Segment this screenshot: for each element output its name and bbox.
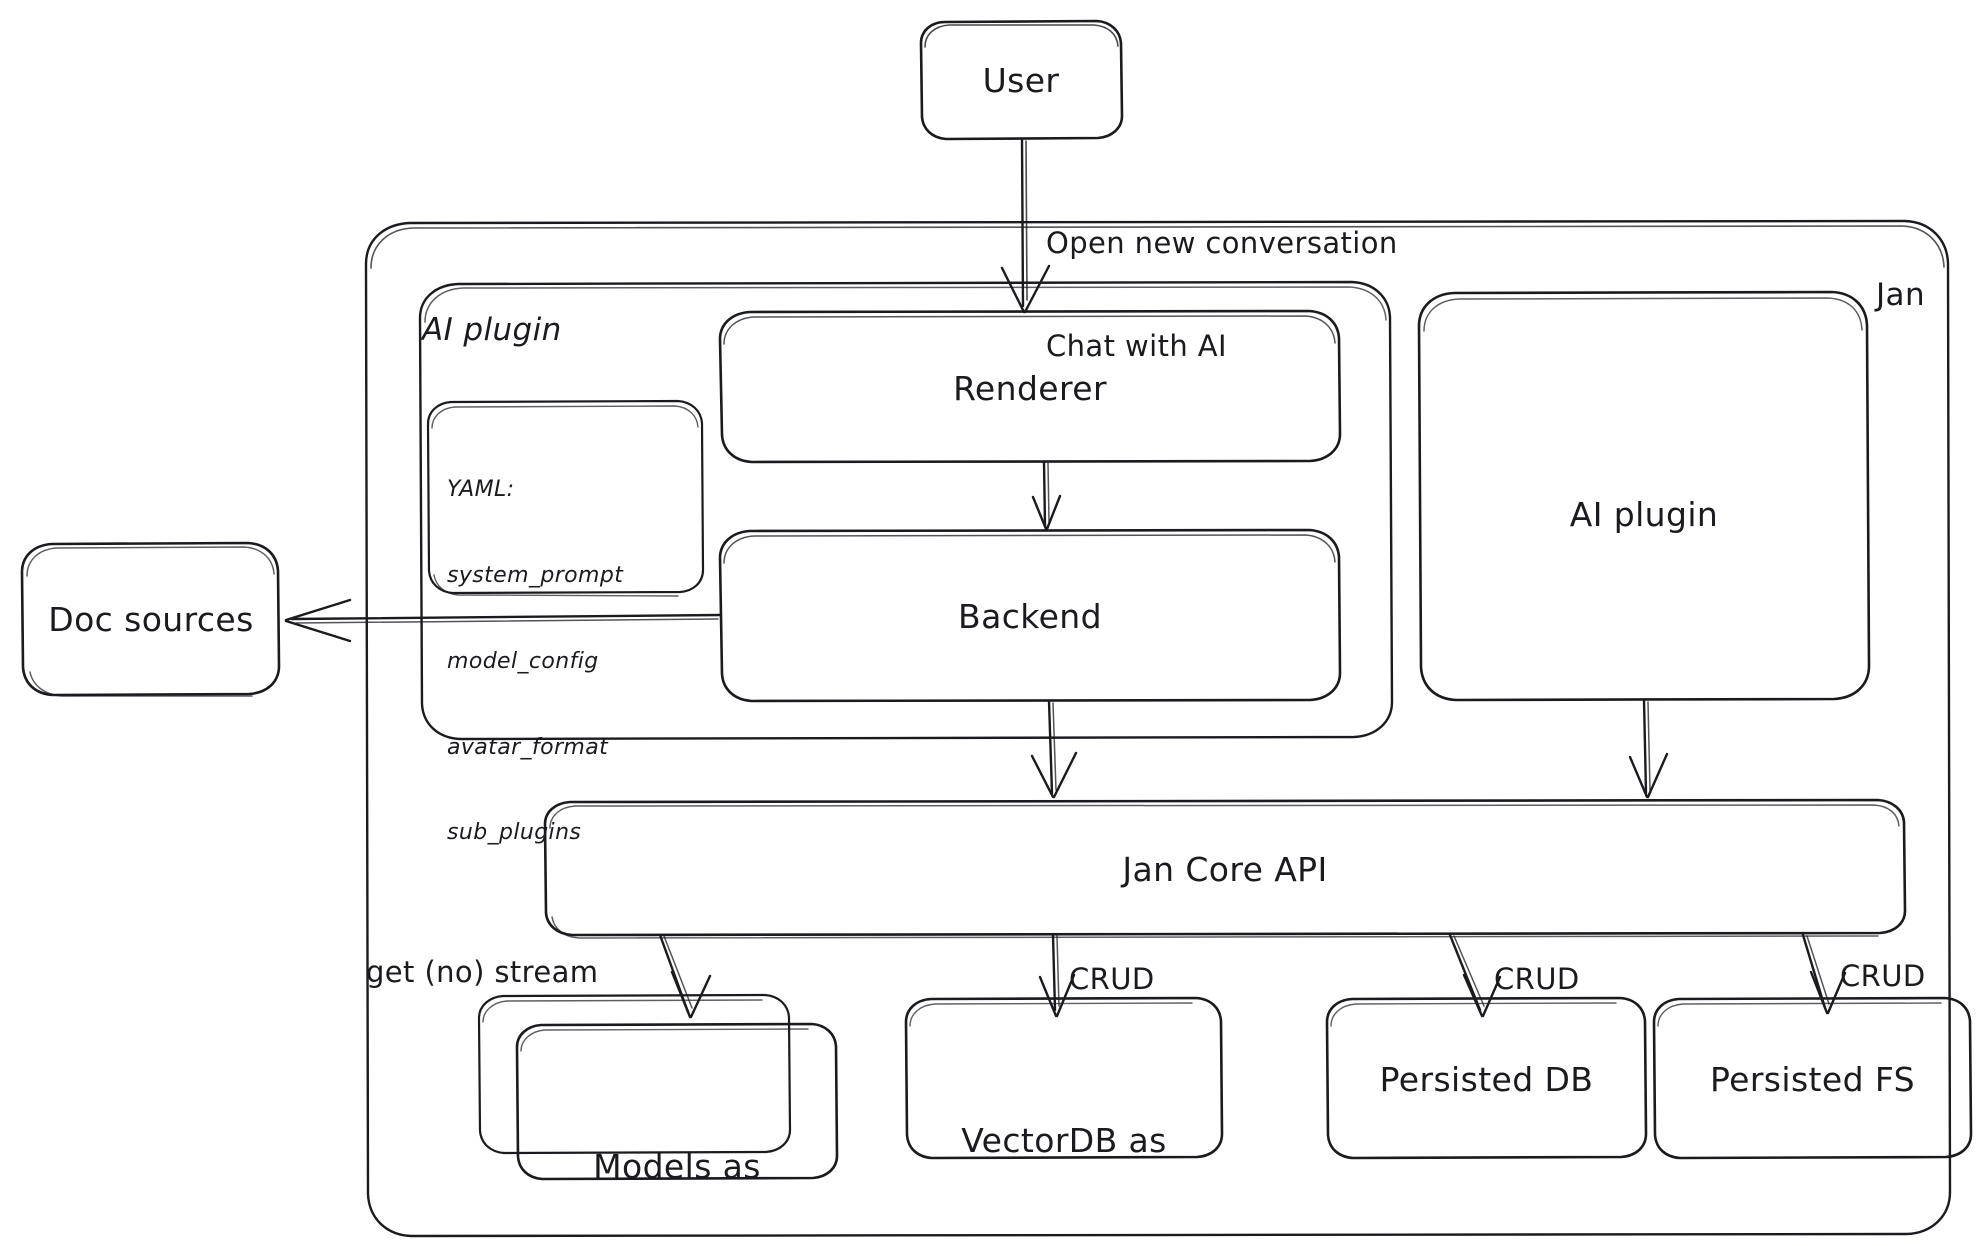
node-ai-plugin-label[interactable]: AI plugin: [1569, 495, 1719, 534]
node-doc-sources-label[interactable]: Doc sources: [48, 600, 254, 639]
edge-user-to-renderer: [1000, 137, 1051, 314]
edge-core-api-to-vectordb: [1038, 933, 1076, 1018]
node-user-shape: [919, 19, 1124, 141]
edge-label-user-to-renderer-line1: Open new conversation: [1046, 226, 1398, 261]
node-persisted-db-label[interactable]: Persisted DB: [1379, 1060, 1594, 1099]
edge-label-core-api-to-persisted-fs: CRUD: [1840, 959, 1926, 993]
node-jan-core-api-label[interactable]: Jan Core API: [1122, 850, 1328, 889]
node-renderer-label[interactable]: Renderer: [953, 369, 1107, 408]
yaml-card-header: YAML:: [447, 477, 515, 503]
yaml-card-content: YAML: system_prompt model_config avatar_…: [447, 419, 623, 905]
node-doc-sources-shape: [20, 541, 281, 697]
container-jan-label: Jan: [1876, 277, 1925, 313]
edge-ai-plugin-to-core-api: [1628, 698, 1669, 799]
container-ai-plugin-group-label: AI plugin: [422, 312, 562, 348]
node-persisted-fs-label[interactable]: Persisted FS: [1710, 1060, 1915, 1099]
node-ai-plugin-shape: [1417, 290, 1871, 702]
node-persisted-db-shape: [1325, 996, 1648, 1160]
yaml-card-item-1: model_config: [447, 648, 599, 674]
node-models-as-plugin-shape: [477, 993, 839, 1181]
edge-label-user-to-renderer-line2: Chat with AI: [1046, 329, 1227, 364]
edge-core-api-to-persisted-fs: [1801, 933, 1847, 1015]
edge-label-core-api-to-models: get (no) stream: [366, 955, 599, 989]
edge-backend-to-core-api: [1030, 699, 1078, 799]
container-jan: [364, 219, 1952, 1238]
node-yaml-card-shape: [426, 399, 705, 597]
edge-core-api-to-models: [658, 933, 712, 1019]
node-persisted-fs-shape: [1652, 996, 1973, 1160]
node-user-label[interactable]: User: [982, 61, 1060, 100]
edge-label-core-api-to-vectordb: CRUD: [1069, 962, 1155, 996]
node-vectordb-as-plugin-label[interactable]: VectorDB as plugin: [906, 1036, 1222, 1246]
edge-label-core-api-to-persisted-db: CRUD: [1494, 962, 1580, 996]
container-ai-plugin-group: [418, 280, 1394, 741]
edge-backend-to-doc-sources: [284, 598, 722, 643]
yaml-card-item-2: avatar_format: [447, 734, 609, 760]
edge-label-user-to-renderer: Open new conversation Chat with AI: [1046, 158, 1398, 432]
node-vectordb-as-plugin-shape: [904, 996, 1224, 1160]
node-models-as-plugin-line1: Models as: [593, 1147, 761, 1187]
node-vectordb-as-plugin-line1: VectorDB as: [961, 1121, 1167, 1161]
edge-core-api-to-persisted-db: [1448, 933, 1502, 1018]
node-jan-core-api-shape: [543, 798, 1907, 939]
node-models-as-plugin-label[interactable]: Models as plugin: [517, 1062, 837, 1246]
yaml-card-item-3: sub_plugins: [447, 820, 582, 846]
node-renderer-shape: [718, 309, 1342, 464]
node-backend-label[interactable]: Backend: [958, 597, 1102, 636]
yaml-card-item-0: system_prompt: [447, 562, 624, 588]
edge-renderer-to-backend: [1031, 460, 1062, 531]
node-backend-shape: [718, 528, 1342, 703]
